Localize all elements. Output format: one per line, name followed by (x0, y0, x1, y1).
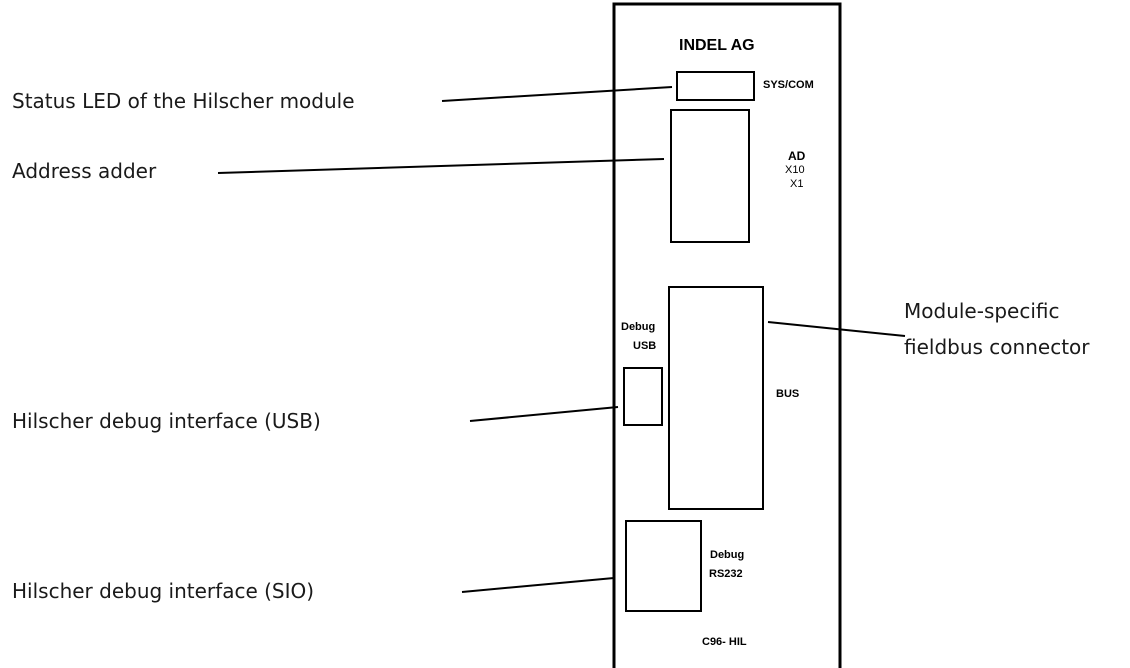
leader-line-address-adder (217, 158, 665, 174)
bus-label: BUS (776, 388, 800, 400)
leader-line-debug-sio (461, 577, 615, 593)
callout-debug-sio: Hilscher debug interface (SIO) (12, 579, 315, 603)
sys-com-label: SYS/COM (763, 79, 814, 91)
debug-usb-label-line1: Debug (621, 321, 656, 333)
x10-label: X10 (785, 164, 805, 176)
debug-usb-label-line2: USB (633, 340, 657, 352)
panel-outline (612, 2, 842, 668)
address-switch-box (670, 109, 750, 243)
leader-line-debug-usb (469, 406, 619, 422)
leader-line-status-led (441, 86, 673, 102)
callout-fieldbus-line1: Module-specific (904, 299, 1060, 323)
usb-port-box (623, 367, 663, 426)
rs232-port-box (625, 520, 702, 612)
callout-fieldbus-line2: fieldbus connector (904, 335, 1090, 359)
debug-rs232-label-line2: RS232 (709, 568, 743, 580)
leader-line-fieldbus (767, 321, 906, 337)
ad-label: AD (788, 149, 806, 163)
model-label: C96- HIL (702, 636, 747, 648)
fieldbus-connector-box (668, 286, 764, 510)
callout-address-adder: Address adder (12, 159, 157, 183)
callout-status-led: Status LED of the Hilscher module (12, 89, 355, 113)
status-led-box (676, 71, 755, 101)
brand-label: INDEL AG (679, 37, 755, 54)
debug-rs232-label-line1: Debug (710, 549, 745, 561)
callout-debug-usb: Hilscher debug interface (USB) (12, 409, 321, 433)
x1-label: X1 (790, 178, 804, 190)
